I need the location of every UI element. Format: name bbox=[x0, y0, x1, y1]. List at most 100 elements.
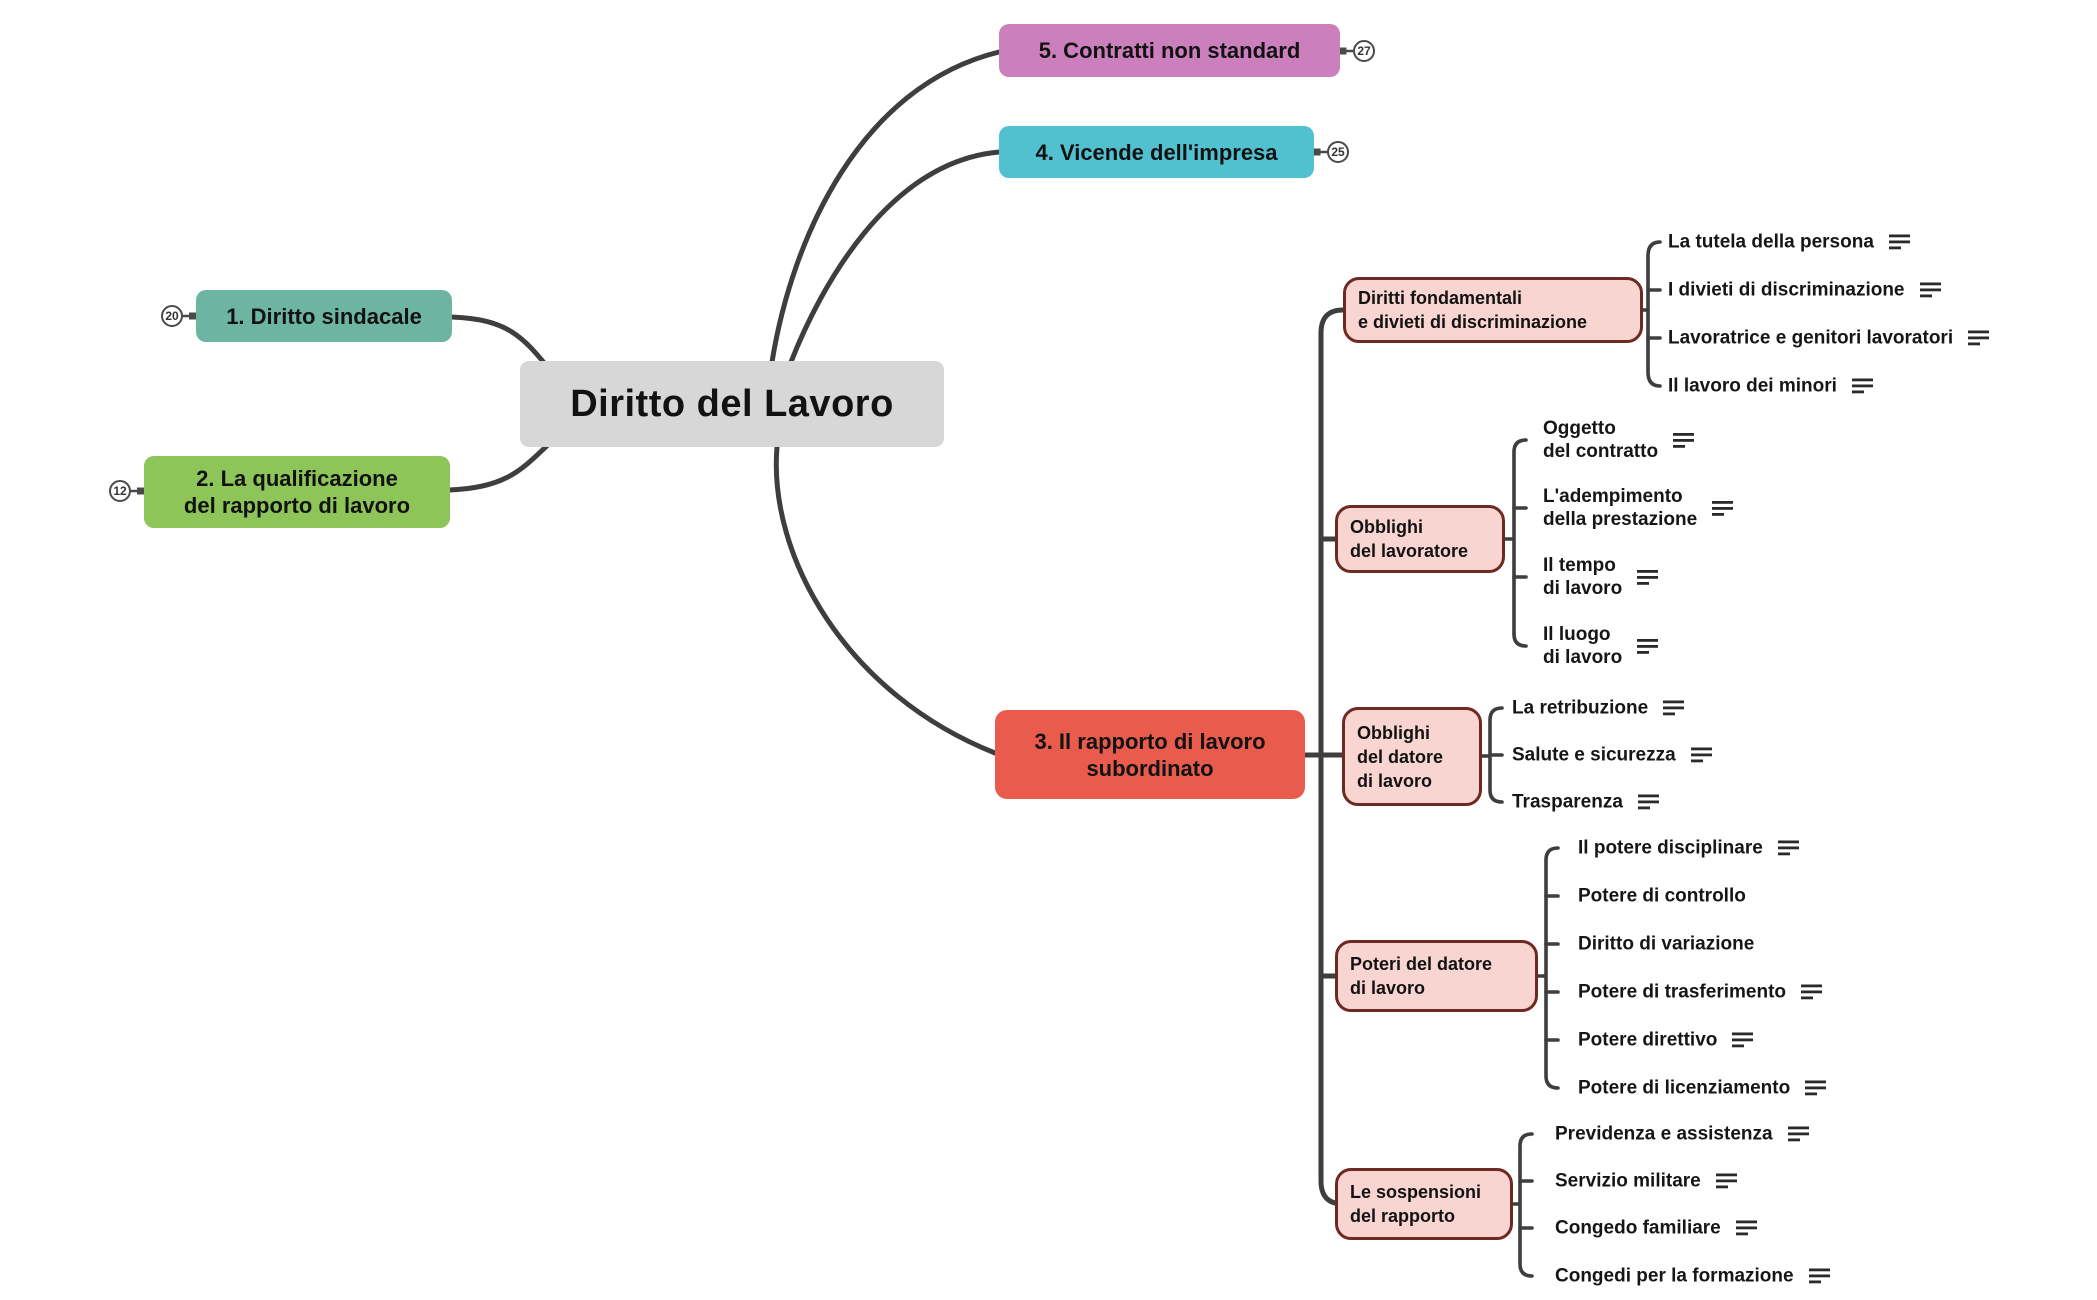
child-topic-congedi-formazione[interactable]: Congedi per la formazione bbox=[1555, 1265, 1830, 1288]
child-label: Il luogo di lavoro bbox=[1543, 624, 1623, 668]
child-topic-congedo-familiare[interactable]: Congedo familiare bbox=[1555, 1217, 1757, 1240]
subtopic-label: Le sospensioni bbox=[1350, 1182, 1482, 1202]
child-topic-trasparenza[interactable]: Trasparenza bbox=[1512, 791, 1659, 814]
badge-stub-squares bbox=[137, 47, 1347, 495]
child-topic-luogo-di-lavoro[interactable]: Il luogo di lavoro bbox=[1543, 623, 1659, 669]
topic-label: 3. Il rapporto di lavoro bbox=[1034, 728, 1266, 754]
note-icon[interactable] bbox=[1637, 638, 1659, 654]
root-topic-label: Diritto del Lavoro bbox=[570, 382, 894, 425]
note-icon[interactable] bbox=[1805, 1080, 1827, 1096]
child-topic-retribuzione[interactable]: La retribuzione bbox=[1512, 697, 1685, 720]
note-icon[interactable] bbox=[1808, 1268, 1830, 1284]
child-topic-potere-controllo[interactable]: Potere di controllo bbox=[1578, 885, 1746, 908]
subtopic-obblighi-datore[interactable]: Obblighi del datore di lavoro bbox=[1342, 707, 1482, 806]
subtopic-label: e divieti di discriminazione bbox=[1358, 312, 1588, 332]
child-topic-servizio-militare[interactable]: Servizio militare bbox=[1555, 1170, 1737, 1193]
child-label: La retribuzione bbox=[1512, 697, 1649, 719]
topic-label: 4. Vicende dell'impresa bbox=[1035, 139, 1278, 165]
note-icon[interactable] bbox=[1787, 1126, 1809, 1142]
child-label: Previdenza e assistenza bbox=[1555, 1123, 1773, 1145]
subtopic-sospensioni[interactable]: Le sospensioni del rapporto bbox=[1335, 1168, 1513, 1240]
child-topic-previdenza-assistenza[interactable]: Previdenza e assistenza bbox=[1555, 1123, 1809, 1146]
note-icon[interactable] bbox=[1777, 840, 1799, 856]
child-topic-lavoratrice-genitori[interactable]: Lavoratrice e genitori lavoratori bbox=[1668, 327, 1990, 350]
child-label: Potere di controllo bbox=[1578, 885, 1746, 907]
children-bracket-sospensioni bbox=[1511, 1132, 1534, 1278]
child-topic-oggetto-contratto[interactable]: Oggetto del contratto bbox=[1543, 417, 1695, 463]
child-label: Lavoratrice e genitori lavoratori bbox=[1668, 327, 1954, 349]
note-icon[interactable] bbox=[1968, 330, 1990, 346]
child-label: Diritto di variazione bbox=[1578, 933, 1755, 955]
topic-1-diritto-sindacale[interactable]: 1. Diritto sindacale bbox=[196, 290, 452, 342]
child-label: Potere di licenziamento bbox=[1578, 1077, 1791, 1099]
child-topic-tempo-di-lavoro[interactable]: Il tempo di lavoro bbox=[1543, 554, 1659, 600]
root-topic[interactable]: Diritto del Lavoro bbox=[520, 361, 944, 447]
topic-2-qualificazione[interactable]: 2. La qualificazione del rapporto di lav… bbox=[144, 456, 450, 528]
connector-root-topic5 bbox=[769, 49, 1002, 365]
child-label: L'adempimento della prestazione bbox=[1543, 486, 1698, 530]
child-topic-adempimento-prestazione[interactable]: L'adempimento della prestazione bbox=[1543, 485, 1734, 531]
child-topic-diritto-variazione[interactable]: Diritto di variazione bbox=[1578, 933, 1754, 956]
topic-label: subordinato bbox=[1086, 755, 1214, 781]
note-icon[interactable] bbox=[1715, 1173, 1737, 1189]
collapsed-count-badge-20[interactable]: 20 bbox=[161, 305, 183, 327]
child-topic-potere-direttivo[interactable]: Potere direttivo bbox=[1578, 1029, 1754, 1052]
subtopic-label: di lavoro bbox=[1357, 770, 1433, 791]
subtopic-label: Poteri del datore bbox=[1350, 954, 1493, 974]
subtopic-label: del rapporto bbox=[1350, 1206, 1456, 1226]
note-icon[interactable] bbox=[1919, 282, 1941, 298]
child-topic-divieti-discriminazione[interactable]: I divieti di discriminazione bbox=[1668, 279, 1941, 302]
note-icon[interactable] bbox=[1663, 700, 1685, 716]
child-label: Congedo familiare bbox=[1555, 1217, 1721, 1239]
collapsed-count-badge-12[interactable]: 12 bbox=[109, 480, 131, 502]
child-topic-potere-trasferimento[interactable]: Potere di trasferimento bbox=[1578, 981, 1822, 1004]
subtopic-diritti-fondamentali[interactable]: Diritti fondamentali e divieti di discri… bbox=[1343, 277, 1643, 343]
child-label: Oggetto del contratto bbox=[1543, 418, 1659, 462]
badge-count: 12 bbox=[113, 484, 127, 498]
children-bracket-poteri-datore bbox=[1536, 846, 1560, 1090]
note-icon[interactable] bbox=[1851, 378, 1873, 394]
children-bracket-diritti bbox=[1641, 240, 1662, 388]
note-icon[interactable] bbox=[1673, 432, 1695, 448]
connector-root-topic2 bbox=[446, 438, 555, 493]
subtopic-label: Obblighi bbox=[1350, 517, 1423, 537]
topic-label: 2. La qualificazione bbox=[196, 466, 398, 491]
badge-count: 20 bbox=[165, 309, 179, 323]
child-label: Il tempo di lavoro bbox=[1543, 555, 1623, 599]
note-icon[interactable] bbox=[1801, 984, 1822, 1000]
topic-4-vicende-impresa[interactable]: 4. Vicende dell'impresa bbox=[999, 126, 1314, 178]
child-label: I divieti di discriminazione bbox=[1668, 279, 1905, 301]
note-icon[interactable] bbox=[1637, 794, 1659, 810]
child-topic-salute-sicurezza[interactable]: Salute e sicurezza bbox=[1512, 744, 1712, 767]
child-topic-lavoro-minori[interactable]: Il lavoro dei minori bbox=[1668, 375, 1873, 398]
subtopic-label: Diritti fondamentali bbox=[1358, 288, 1523, 308]
subtopic-obblighi-lavoratore[interactable]: Obblighi del lavoratore bbox=[1335, 505, 1505, 573]
child-label: La tutela della persona bbox=[1668, 231, 1874, 253]
note-icon[interactable] bbox=[1712, 500, 1734, 516]
subtopic-poteri-datore[interactable]: Poteri del datore di lavoro bbox=[1335, 940, 1538, 1012]
children-bracket-obblighi-lavoratore bbox=[1503, 438, 1528, 648]
note-icon[interactable] bbox=[1888, 234, 1910, 250]
subtopic-label: del lavoratore bbox=[1350, 541, 1469, 561]
children-bracket-obblighi-datore bbox=[1480, 706, 1504, 804]
topic-5-contratti-non-standard[interactable]: 5. Contratti non standard bbox=[999, 24, 1340, 77]
child-label: Servizio militare bbox=[1555, 1170, 1701, 1192]
child-label: Il potere disciplinare bbox=[1578, 837, 1763, 859]
topic-3-rapporto-subordinato[interactable]: 3. Il rapporto di lavoro subordinato bbox=[995, 710, 1305, 799]
note-icon[interactable] bbox=[1735, 1220, 1757, 1236]
badge-count: 25 bbox=[1331, 145, 1345, 159]
child-topic-potere-disciplinare[interactable]: Il potere disciplinare bbox=[1578, 837, 1799, 860]
child-topic-potere-licenziamento[interactable]: Potere di licenziamento bbox=[1578, 1077, 1827, 1100]
child-label: Il lavoro dei minori bbox=[1668, 375, 1837, 397]
child-topic-tutela-persona[interactable]: La tutela della persona bbox=[1668, 231, 1910, 254]
note-icon[interactable] bbox=[1732, 1032, 1754, 1048]
note-icon[interactable] bbox=[1637, 569, 1659, 585]
collapsed-count-badge-27[interactable]: 27 bbox=[1353, 40, 1375, 62]
collapsed-count-badge-25[interactable]: 25 bbox=[1327, 141, 1349, 163]
subtopic-label: Obblighi bbox=[1357, 722, 1430, 743]
subtopic-label: del datore bbox=[1357, 746, 1444, 767]
note-icon[interactable] bbox=[1690, 747, 1712, 763]
connector-root-topic3 bbox=[773, 444, 998, 756]
topic-label: del rapporto di lavoro bbox=[183, 493, 411, 518]
